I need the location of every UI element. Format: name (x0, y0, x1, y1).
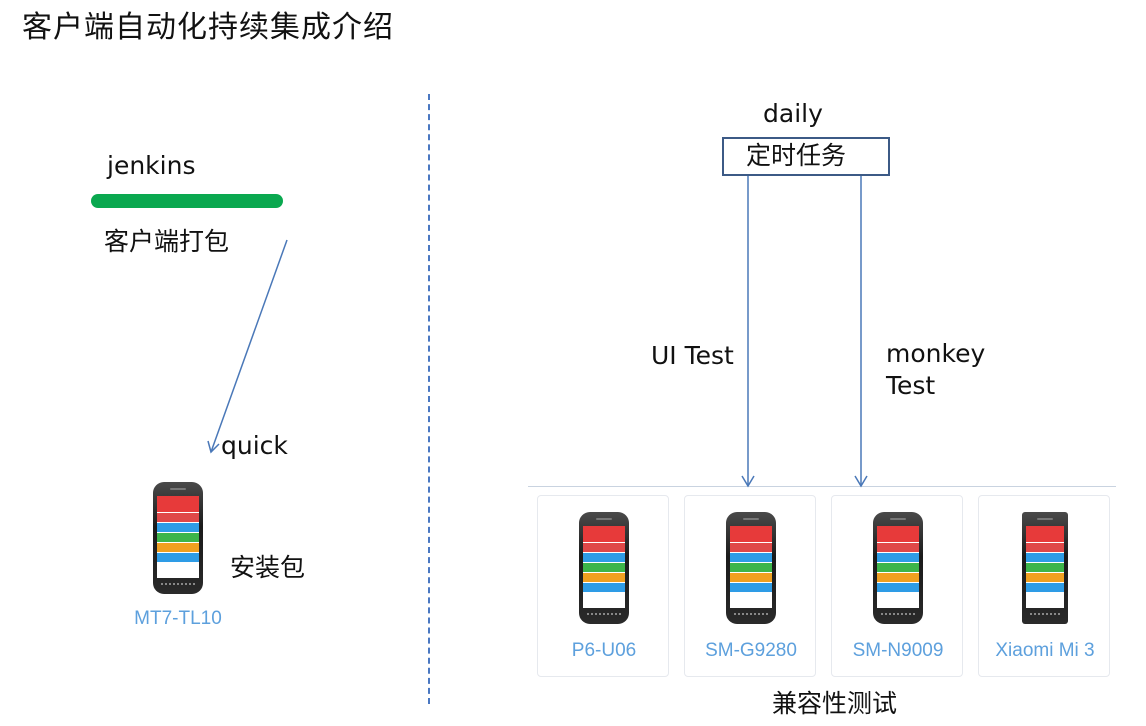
device-label-mt7: MT7-TL10 (134, 608, 222, 629)
phone-icon (1022, 512, 1068, 624)
arrow-head-icon (741, 475, 755, 488)
device-label: Xiaomi Mi 3 (995, 640, 1095, 661)
phone-icon (579, 512, 629, 624)
divider-line (428, 94, 430, 704)
arrow-head-icon (207, 440, 220, 454)
monkey-test-label-1: monkey (886, 339, 986, 368)
phone-icon (153, 482, 203, 594)
compatibility-caption: 兼容性测试 (772, 689, 898, 718)
page-title: 客户端自动化持续集成介绍 (22, 10, 394, 45)
jenkins-label: jenkins (107, 151, 196, 180)
build-label: 客户端打包 (104, 227, 230, 256)
ui-test-label: UI Test (651, 341, 734, 370)
phone-icon (873, 512, 923, 624)
arrow-head-icon (854, 475, 868, 488)
device-card: P6-U06 (537, 495, 669, 677)
device-label: P6-U06 (571, 640, 637, 661)
scheduled-task-box: 定时任务 (722, 137, 890, 176)
phone-icon (726, 512, 776, 624)
device-label: SM-G9280 (705, 640, 797, 661)
device-label: SM-N9009 (852, 640, 944, 661)
package-label: 安装包 (230, 553, 306, 582)
device-card: Xiaomi Mi 3 (978, 495, 1110, 677)
schedule-label: daily (763, 99, 823, 128)
device-row-line (528, 486, 1116, 487)
arrow-icon (210, 239, 288, 453)
jenkins-bar (91, 194, 283, 208)
device-card: SM-N9009 (831, 495, 963, 677)
monkey-test-label-2: Test (886, 371, 936, 400)
device-card: SM-G9280 (684, 495, 816, 677)
quick-label: quick (221, 431, 288, 460)
